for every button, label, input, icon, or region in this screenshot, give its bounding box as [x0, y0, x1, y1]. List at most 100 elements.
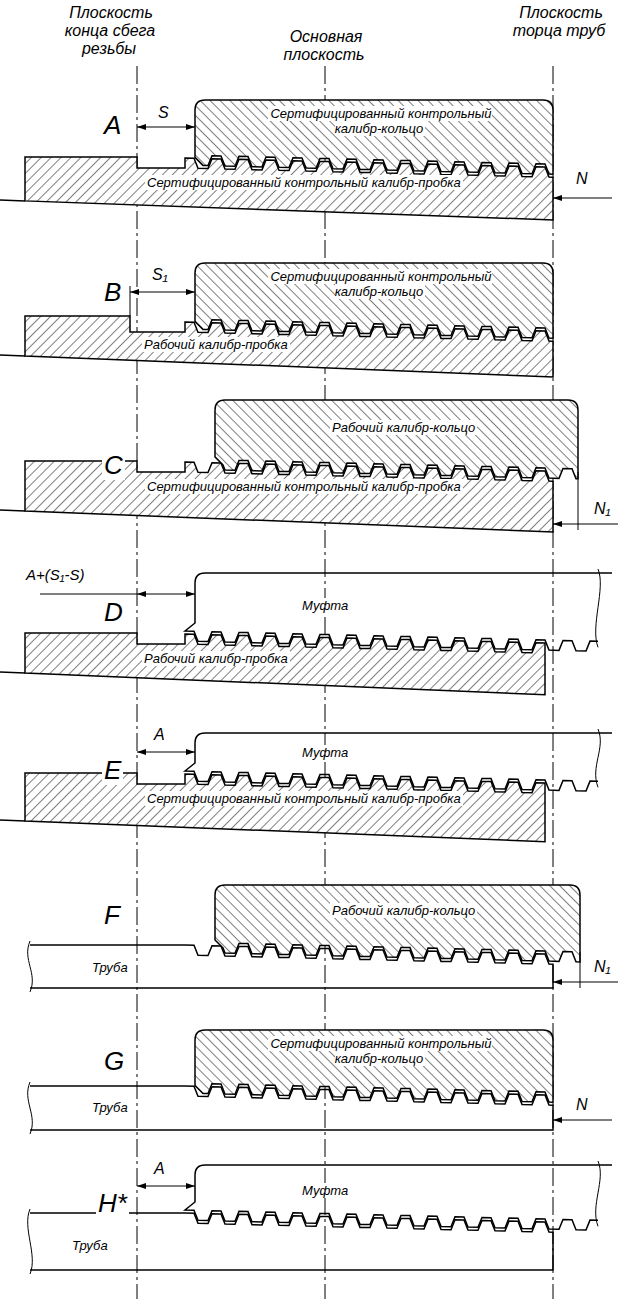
dimension-label: N — [574, 1096, 590, 1114]
dimension-line — [130, 292, 195, 293]
taper-line — [0, 819, 25, 821]
reference-plane-line — [137, 66, 138, 1299]
arrow-head — [553, 195, 562, 201]
taper-line — [0, 199, 25, 201]
plug-gauge-label: Сертифицированный контрольный калибр-про… — [145, 175, 463, 190]
dimension-label: N₁ — [592, 500, 613, 518]
panel-letter-text: E — [102, 755, 123, 785]
panel-letter: D — [102, 597, 125, 627]
panel-letter: C — [102, 450, 125, 480]
ring-gauge-body — [215, 400, 578, 479]
dimension-label: A+(S₁-S) — [24, 566, 87, 583]
dimension-label: S₁ — [150, 266, 170, 284]
ring-gauge-label: Рабочий калибр-кольцо — [330, 420, 477, 435]
coupling-label: Муфта — [300, 598, 350, 613]
panel-letter: A — [102, 110, 123, 140]
ring-gauge-label: Сертифицированный контрольный калибр-кол… — [268, 106, 491, 136]
dimension-label-text: S₁ — [150, 266, 170, 283]
plane-label-text: Плоскость торца труб — [513, 4, 607, 39]
dimension-label-text: N — [574, 1096, 590, 1113]
taper-line — [0, 354, 25, 356]
arrow-head — [186, 749, 195, 755]
ring-gauge-label: Рабочий калибр-кольцо — [330, 903, 477, 918]
arrow-head — [186, 1183, 195, 1189]
pipe: Труба — [90, 960, 130, 975]
ring-gauge-body — [195, 100, 553, 174]
plug-gauge: Сертифицированный контрольный калибр-про… — [145, 479, 463, 494]
panel-letter-text: B — [102, 277, 123, 307]
pipe-label: Труба — [90, 1100, 130, 1115]
dimension-line — [553, 524, 618, 525]
dimension-label: A — [152, 726, 167, 744]
dimension-label: A — [152, 1160, 167, 1178]
dimension-label-text: A+(S₁-S) — [24, 566, 87, 583]
break-line — [596, 569, 601, 647]
dimension-label-text: A — [152, 1160, 167, 1177]
ring-gauge: Сертифицированный контрольный калибр-кол… — [255, 1036, 505, 1066]
ring-gauge: Сертифицированный контрольный калибр-кол… — [255, 269, 505, 299]
taper-line — [0, 672, 25, 673]
coupling-outline — [185, 573, 612, 651]
plug-gauge-label: Сертифицированный контрольный калибр-про… — [145, 791, 463, 806]
pipe-label: Труба — [90, 960, 130, 975]
taper-line — [0, 509, 25, 511]
panel-letter: F — [102, 900, 122, 930]
panel-letter-text: A — [102, 110, 123, 140]
plug-gauge-label: Рабочий калибр-пробка — [142, 337, 290, 352]
plane-label-text: Основная плоскость — [284, 28, 367, 63]
coupling: Муфта — [300, 745, 350, 760]
ring-gauge-label: Сертифицированный контрольный калибр-кол… — [268, 1036, 491, 1066]
dimension-label-text: A — [152, 726, 167, 743]
arrow-head — [137, 749, 146, 755]
ring-gauge-body — [215, 885, 580, 962]
arrow-head — [553, 1117, 562, 1123]
panel-letter-text: G — [102, 1046, 126, 1076]
dimension-line — [553, 982, 618, 983]
pipe-outline — [30, 1213, 553, 1270]
panel-letter: H* — [96, 1188, 129, 1218]
ring-gauge: Рабочий калибр-кольцо — [330, 903, 477, 918]
arrow-head — [186, 591, 195, 597]
coupling-outline — [185, 1165, 612, 1230]
break-line — [28, 941, 33, 992]
pipe: Труба — [90, 1100, 130, 1115]
plane-label-text: Плоскость конца сбега резьбы — [65, 4, 155, 57]
dimension-label: S — [156, 104, 171, 122]
panel-letter-text: H* — [96, 1188, 129, 1218]
coupling-label: Муфта — [300, 1183, 350, 1198]
ring-gauge-body — [195, 1030, 553, 1102]
arrow-head — [186, 289, 195, 295]
arrow-head — [553, 521, 562, 527]
dimension-label: N₁ — [592, 958, 613, 976]
dimension-label-text: N — [574, 170, 590, 187]
break-line — [28, 1209, 33, 1274]
arrow-head — [137, 124, 146, 130]
plug-gauge: Сертифицированный контрольный калибр-про… — [145, 791, 463, 806]
panel-letter: G — [102, 1046, 126, 1076]
plug-gauge: Сертифицированный контрольный калибр-про… — [145, 175, 463, 190]
pipe-label: Труба — [70, 1238, 110, 1253]
ring-gauge: Рабочий калибр-кольцо — [330, 420, 477, 435]
ring-gauge-label: Сертифицированный контрольный калибр-кол… — [268, 269, 491, 299]
panel-letter-text: F — [102, 900, 122, 930]
panel-letter: E — [102, 755, 123, 785]
arrow-head — [553, 979, 562, 985]
coupling: Муфта — [300, 598, 350, 613]
plug-gauge-body — [25, 633, 545, 695]
break-line — [28, 1082, 33, 1134]
arrow-head — [186, 124, 195, 130]
extension-line — [578, 472, 579, 530]
arrow-head — [137, 1183, 146, 1189]
break-line — [596, 1161, 601, 1226]
plug-gauge-label: Рабочий калибр-пробка — [142, 651, 290, 666]
dimension-label-text: N₁ — [592, 500, 613, 517]
dimension-label-text: S — [156, 104, 171, 121]
ring-gauge-body — [195, 263, 553, 338]
extension-line — [580, 952, 581, 988]
dimension-label-text: N₁ — [592, 958, 613, 975]
panel-letter: B — [102, 277, 123, 307]
dimension-label: N — [574, 170, 590, 188]
plug-gauge-label: Сертифицированный контрольный калибр-про… — [145, 479, 463, 494]
extension-line — [130, 286, 131, 316]
